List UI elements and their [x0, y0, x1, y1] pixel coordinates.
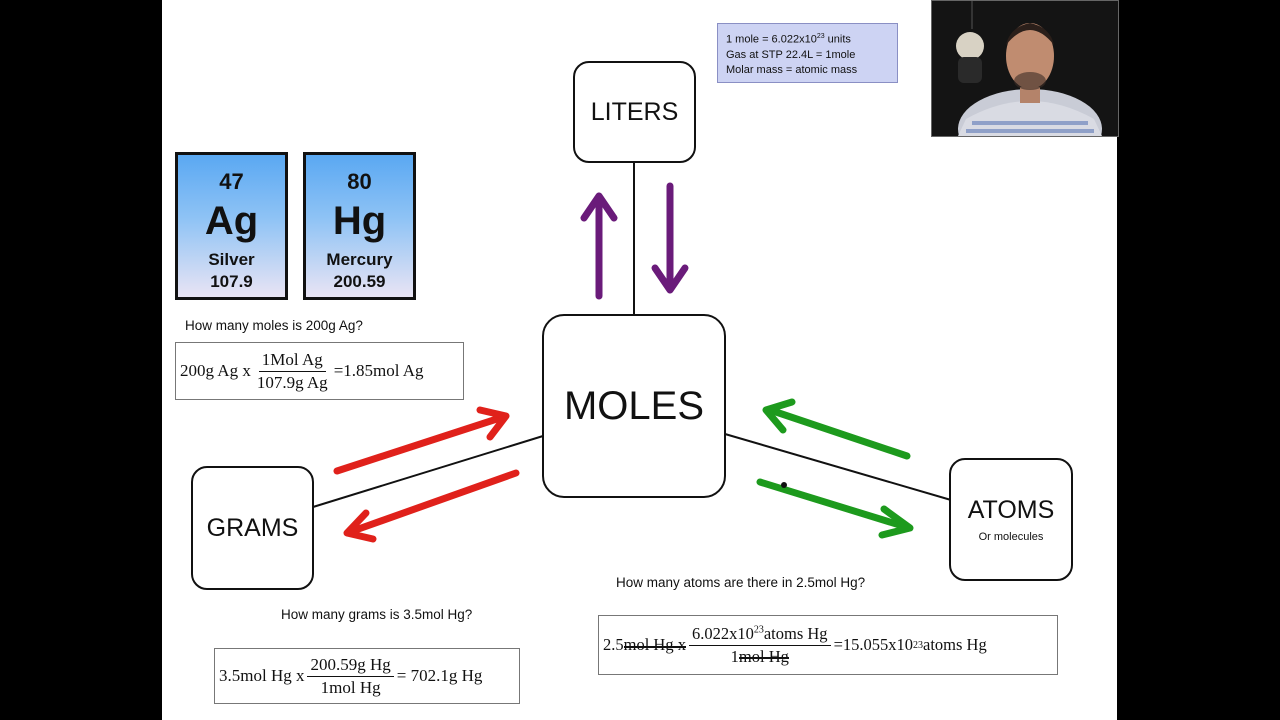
element-name: Mercury	[326, 250, 393, 269]
element-symbol: Ag	[204, 199, 259, 243]
grams-node: GRAMS	[191, 466, 314, 590]
atomic-mass: 107.9	[210, 272, 253, 291]
atomic-number: 47	[219, 169, 244, 194]
liters-label: LITERS	[590, 97, 679, 126]
facts-line-1: 1 mole = 6.022x1023 units	[726, 33, 851, 46]
element-tile-mercury: 80 Hg Mercury 200.59	[303, 152, 416, 300]
presenter-video	[932, 1, 1118, 136]
atoms-node: ATOMS Or molecules	[949, 458, 1073, 581]
question-grams: How many grams is 3.5mol Hg?	[281, 607, 473, 622]
arrow-grams-to-moles	[333, 406, 510, 475]
arrow-moles-to-liters	[580, 192, 618, 300]
atoms-label: ATOMS	[967, 496, 1055, 524]
element-symbol: Hg	[332, 199, 387, 243]
question-atoms: How many atoms are there in 2.5mol Hg?	[616, 575, 866, 590]
element-name: Silver	[208, 250, 255, 269]
element-tile-silver: 47 Ag Silver 107.9	[175, 152, 288, 300]
arrow-liters-to-moles	[651, 182, 689, 294]
facts-box: 1 mole = 6.022x1023 units Gas at STP 22.…	[717, 23, 898, 83]
webcam-overlay	[931, 0, 1119, 137]
moles-node: MOLES	[542, 314, 726, 498]
grams-moles-line	[312, 435, 544, 508]
grams-label: GRAMS	[206, 513, 299, 542]
moles-label: MOLES	[563, 383, 705, 428]
arrow-moles-to-atoms	[756, 478, 914, 539]
atomic-mass: 200.59	[333, 272, 386, 291]
atoms-moles-line	[724, 433, 952, 501]
liters-node: LITERS	[573, 61, 696, 163]
facts-line-3: Molar mass = atomic mass	[726, 63, 858, 76]
arrow-moles-to-grams	[343, 469, 520, 543]
arrow-atoms-to-moles	[762, 398, 911, 460]
cursor-dot	[781, 482, 787, 488]
atomic-number: 80	[347, 169, 372, 194]
atoms-sublabel: Or molecules	[978, 531, 1044, 543]
facts-line-2: Gas at STP 22.4L = 1mole	[726, 48, 856, 61]
question-moles: How many moles is 200g Ag?	[185, 318, 363, 333]
